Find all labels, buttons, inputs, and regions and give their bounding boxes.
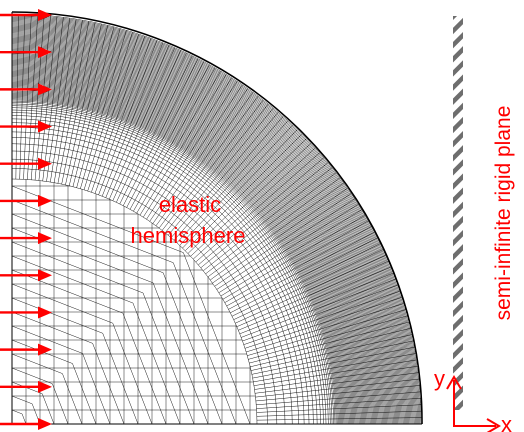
load-arrow (0, 343, 52, 356)
load-arrows (0, 9, 52, 430)
plane-label: semi-infinite rigid plane (492, 106, 515, 321)
rigid-plane (453, 16, 463, 410)
hemisphere-outline (11, 11, 423, 425)
load-arrow (0, 306, 52, 319)
x-axis-arrowhead (486, 418, 501, 432)
axis-label-y: y (434, 366, 445, 391)
load-arrow (0, 83, 52, 96)
load-arrow (0, 380, 52, 393)
load-arrow (0, 9, 52, 21)
load-arrow (0, 194, 52, 207)
load-arrow (0, 46, 52, 59)
coordinate-axes: y x (434, 366, 512, 432)
hemisphere-mesh (12, 13, 423, 424)
body-label-line1: elastic (159, 192, 221, 217)
load-arrow (0, 157, 52, 170)
y-axis-arrowhead (446, 375, 462, 390)
load-arrow (0, 269, 52, 282)
body-label-line2: hemisphere (131, 223, 246, 248)
load-arrow (0, 120, 52, 133)
load-arrow (0, 418, 52, 430)
axis-label-x: x (501, 412, 512, 432)
load-arrow (0, 232, 52, 245)
